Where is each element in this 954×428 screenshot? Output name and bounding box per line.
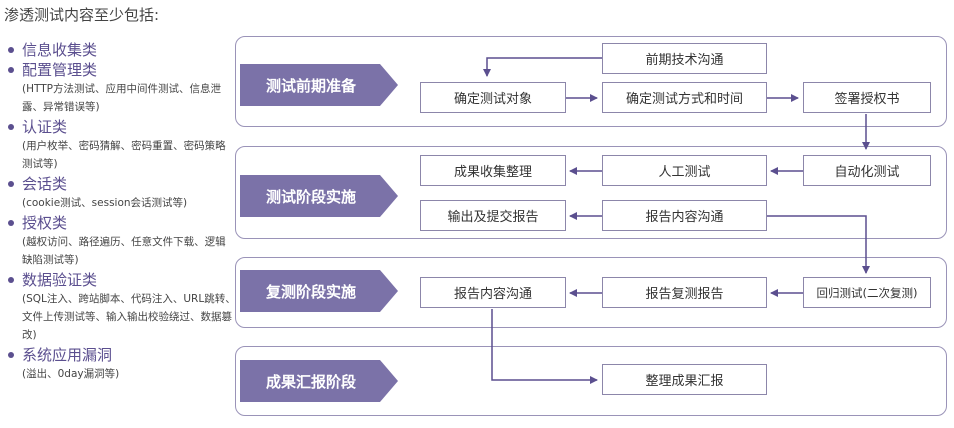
phase-label-testing: 测试阶段实施 [240, 175, 398, 217]
step-report-comm: 报告内容沟通 [602, 200, 767, 231]
phase-label-text: 成果汇报阶段 [265, 372, 356, 391]
bullet-icon [8, 124, 14, 130]
category-title: 授权类 [22, 214, 68, 232]
bullet-icon [8, 352, 14, 358]
category-item: 信息收集类 [8, 40, 236, 60]
category-detail: (越权访问、路径遍历、任意文件下载、逻辑缺陷测试等) [22, 236, 226, 266]
category-item: 认证类 (用户枚举、密码猜解、密码重置、密码策略测试等) [8, 117, 236, 173]
bullet-icon [8, 220, 14, 226]
phase-arrow-shape [240, 360, 398, 402]
category-detail: (HTTP方法测试、应用中间件测试、信息泄露、异常错误等) [22, 83, 221, 113]
step-organize-results: 整理成果汇报 [602, 364, 767, 395]
phase-label-retest: 复测阶段实施 [240, 270, 398, 312]
category-detail: (溢出、0day漏洞等) [22, 368, 120, 380]
step-manual-test: 人工测试 [602, 155, 767, 186]
step-retest-report: 报告复测报告 [602, 277, 767, 308]
category-item: 数据验证类 (SQL注入、跨站脚本、代码注入、URL跳转、文件上传测试等、输入输… [8, 270, 236, 344]
connector-comm-to-results [491, 309, 598, 384]
connector-reportcomm-to-regression [767, 215, 870, 274]
phase-label-text: 复测阶段实施 [265, 282, 356, 301]
category-title: 会话类 [22, 175, 68, 193]
category-title: 信息收集类 [22, 41, 98, 59]
step-pre-tech-comm: 前期技术沟通 [602, 43, 767, 74]
step-confirm-target: 确定测试对象 [420, 82, 566, 113]
bullet-icon [8, 181, 14, 187]
category-title: 系统应用漏洞 [22, 346, 113, 364]
page-heading: 渗透测试内容至少包括: [4, 6, 160, 24]
phase-arrow-shape [240, 270, 398, 312]
step-report-comm-retest: 报告内容沟通 [420, 277, 566, 308]
category-detail: (用户枚举、密码猜解、密码重置、密码策略测试等) [22, 140, 226, 170]
step-sign-auth: 签署授权书 [803, 82, 931, 113]
category-title: 数据验证类 [22, 271, 98, 289]
bullet-icon [8, 47, 14, 53]
category-list: 信息收集类 配置管理类 (HTTP方法测试、应用中间件测试、信息泄露、异常错误等… [8, 40, 236, 384]
step-auto-test: 自动化测试 [803, 155, 931, 186]
category-item: 会话类 (cookie测试、session会话测试等) [8, 174, 236, 212]
category-item: 授权类 (越权访问、路径遍历、任意文件下载、逻辑缺陷测试等) [8, 213, 236, 269]
category-item: 配置管理类 (HTTP方法测试、应用中间件测试、信息泄露、异常错误等) [8, 60, 236, 116]
category-detail: (cookie测试、session会话测试等) [22, 197, 188, 209]
step-regression-test: 回归测试(二次复测) [803, 277, 931, 308]
phase-label-prep: 测试前期准备 [240, 64, 398, 106]
category-title: 配置管理类 [22, 61, 98, 79]
step-confirm-method-time: 确定测试方式和时间 [602, 82, 767, 113]
phase-label-report: 成果汇报阶段 [240, 360, 398, 402]
connector-tech-comm-to-target [483, 57, 602, 77]
phase-label-text: 测试阶段实施 [265, 187, 356, 206]
step-output-report: 输出及提交报告 [420, 200, 566, 231]
step-collect-results: 成果收集整理 [420, 155, 566, 186]
category-detail: (SQL注入、跨站脚本、代码注入、URL跳转、文件上传测试等、输入输出校验绕过、… [22, 293, 236, 341]
bullet-icon [8, 67, 14, 73]
bullet-icon [8, 277, 14, 283]
category-item: 系统应用漏洞 (溢出、0day漏洞等) [8, 345, 236, 383]
phase-arrow-shape [240, 64, 398, 106]
category-title: 认证类 [22, 118, 68, 136]
phase-label-text: 测试前期准备 [265, 76, 356, 95]
phase-arrow-shape [240, 175, 398, 217]
